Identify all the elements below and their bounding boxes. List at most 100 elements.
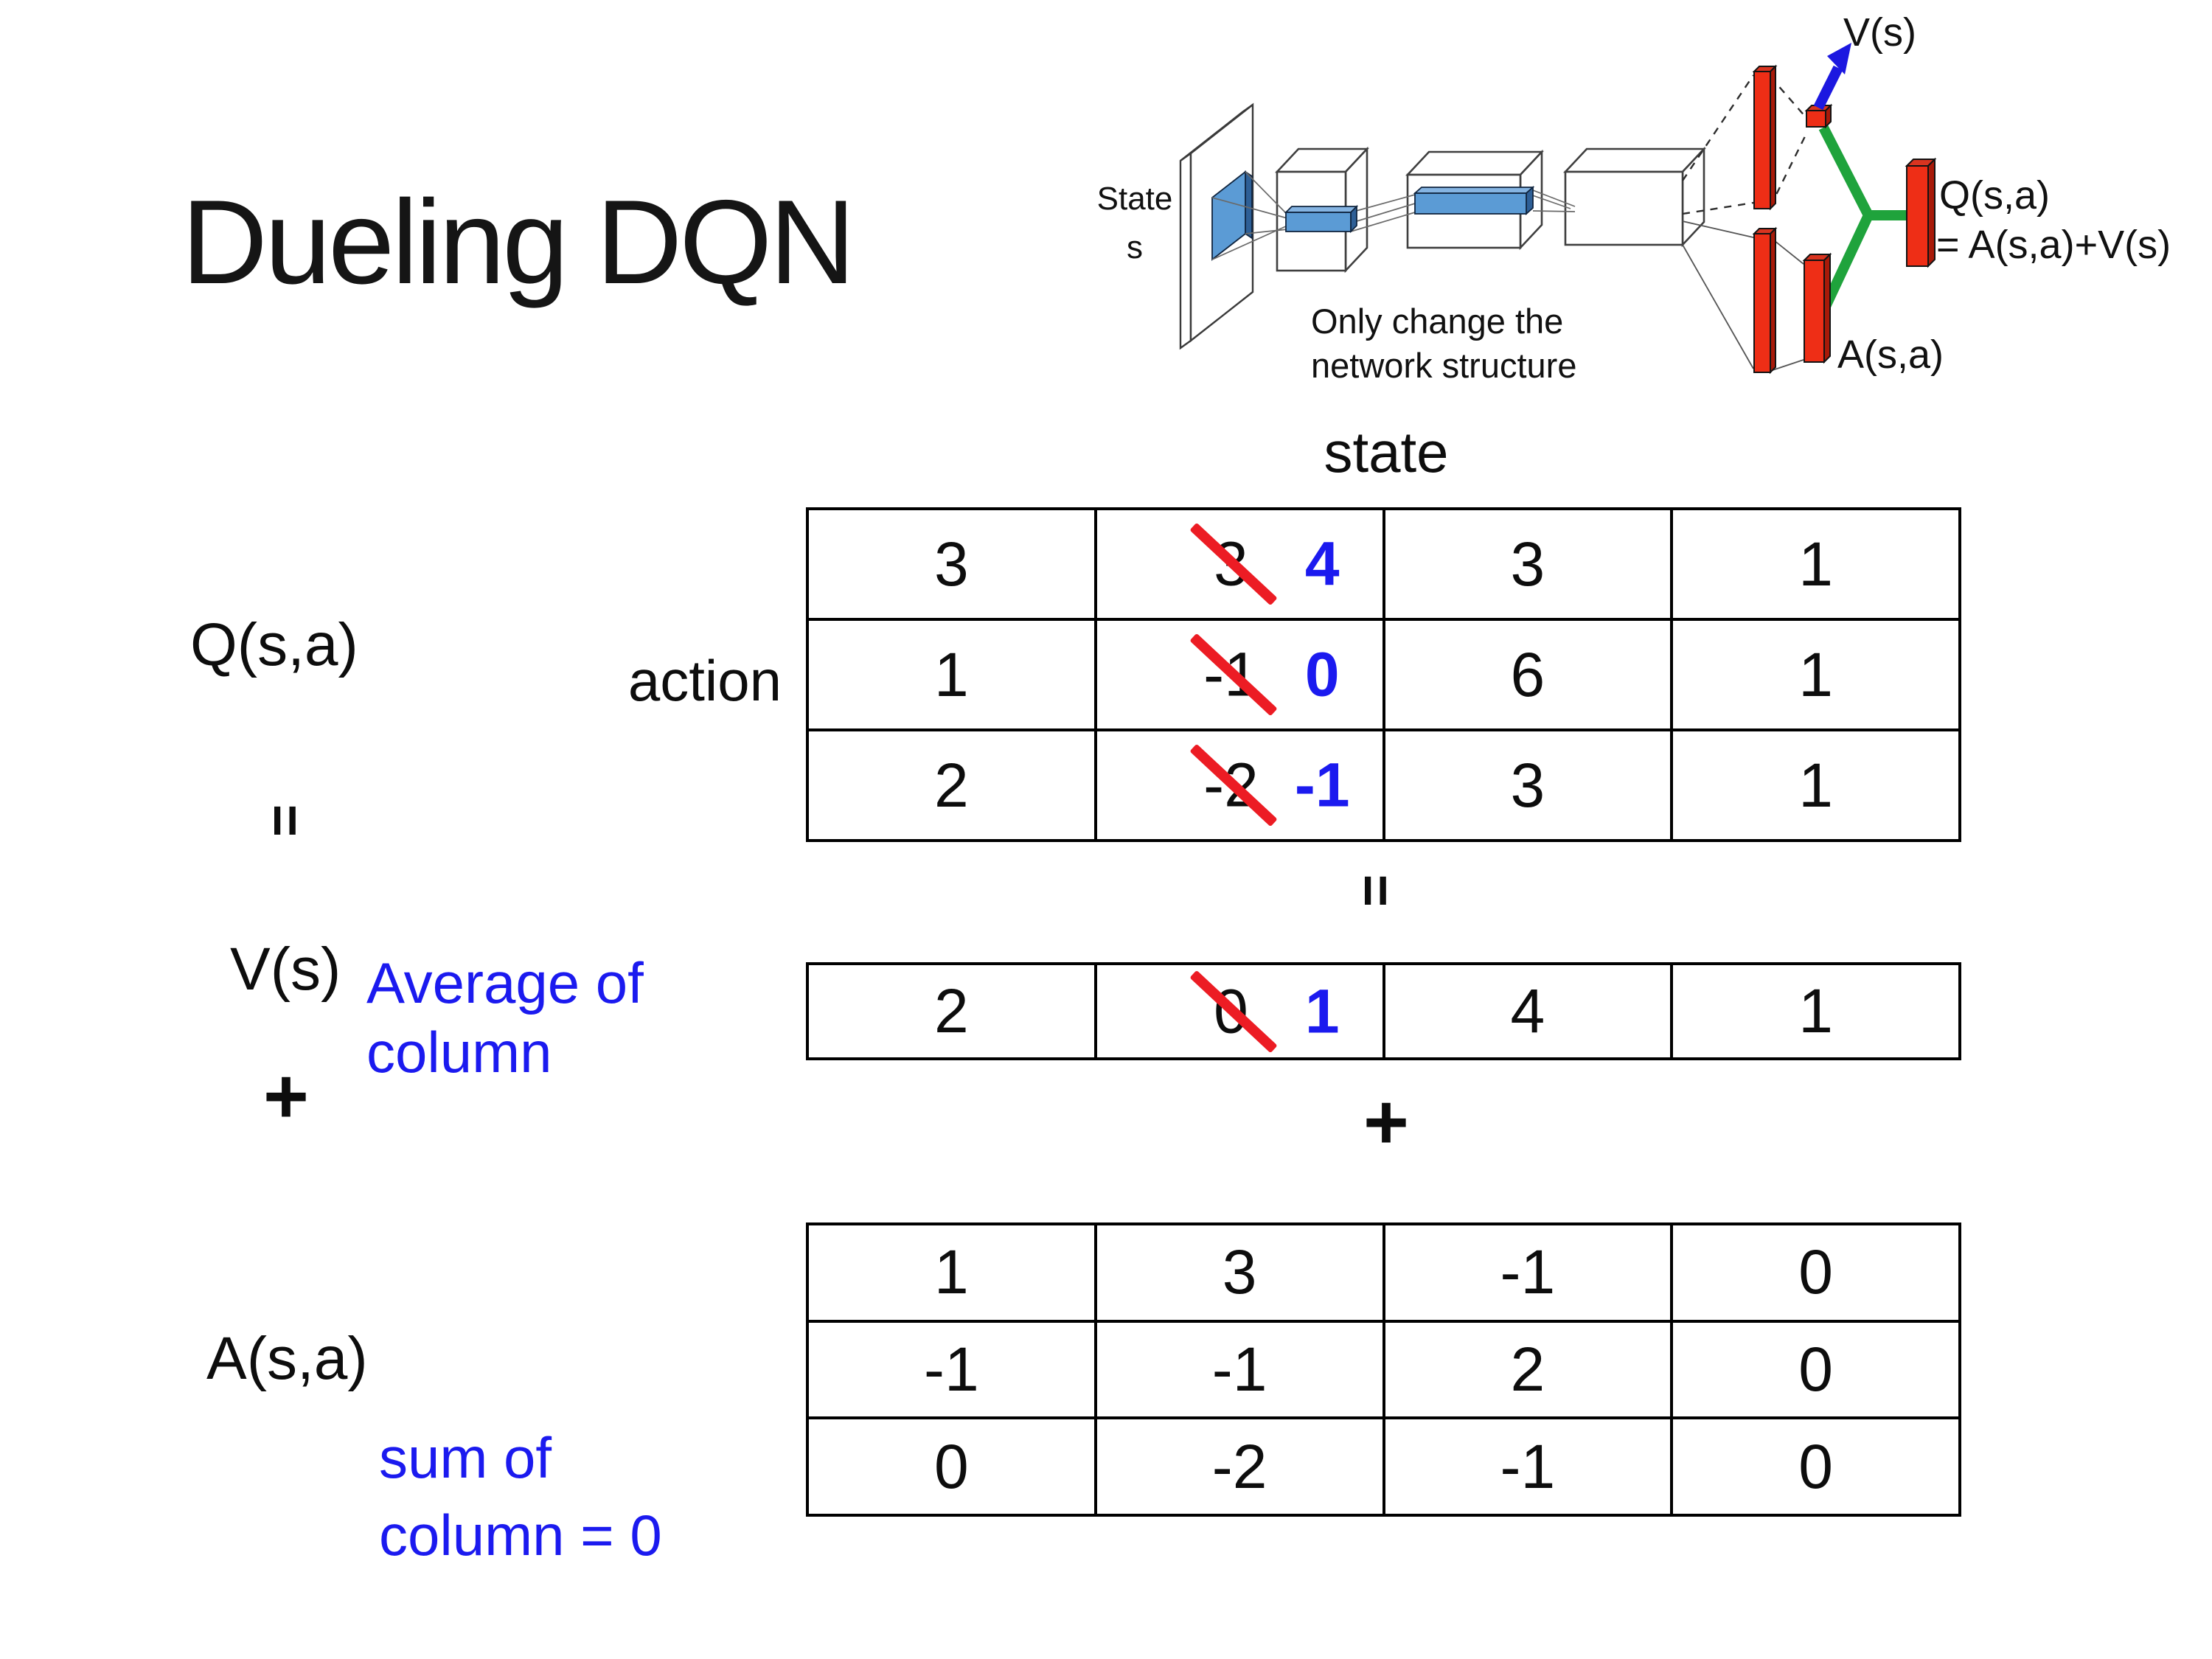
cell-value: 4 [1510,976,1545,1046]
equals-sign-left: = [254,804,317,838]
table-cell: 3 [809,510,1097,618]
green-merge-connector [1818,125,1908,313]
table-row: 2 01 4 1 [809,965,1958,1057]
dueling-network-diagram: State s V(s) Q(s,a) = A(s,a)+V(s) A(s,a)… [1097,10,2171,385]
average-note-line2: column [366,1019,552,1085]
table-cell: -1 [809,1322,1097,1417]
a-output-label: A(s,a) [1837,333,1944,377]
table-cell: 0 [1673,1323,1958,1417]
cell-value: 2 [1510,1335,1545,1404]
cell-value: 6 [1510,639,1545,709]
cell-value: 0 [1798,1335,1833,1404]
v-scalar-node [1804,103,1833,129]
table-cell: -2 [1097,1419,1385,1514]
feature-bar-2 [1413,185,1535,216]
cell-value: 1 [1798,750,1833,820]
table-cell: -2-1 [1097,731,1385,839]
table-cell: -1 [1385,1225,1674,1320]
a-matrix-label: A(s,a) [206,1325,368,1392]
table-row: -1 -1 2 0 [809,1322,1958,1420]
table-cell: 1 [1673,965,1958,1057]
table-cell: 3 [1097,1225,1385,1320]
table-row: 1 -10 6 1 [809,621,1958,731]
conv-filter-icon [1211,170,1253,261]
table-row: 0 -2 -1 0 [809,1419,1958,1514]
cell-value: 3 [1222,1237,1257,1307]
table-cell: 0 [1673,1225,1958,1320]
network-note-line2: network structure [1311,346,1576,385]
plus-sign-left: + [263,1052,309,1140]
cell-value: 1 [1798,639,1833,709]
cell-value: 1 [1798,976,1833,1046]
feature-bar-1 [1284,204,1359,234]
table-cell: 2 [809,731,1097,839]
equals-sign-center: = [1344,874,1408,908]
table-cell: 1 [809,1225,1097,1320]
state-axis-header: state [1324,420,1449,484]
cell-value: 3 [1510,750,1545,820]
table-cell: 0 [809,1419,1097,1514]
table-cell: -1 [1097,1322,1385,1417]
cell-value: 2 [934,976,969,1046]
table-cell: 2 [1385,1322,1674,1417]
sum-note-line2: column = 0 [379,1503,662,1568]
q-output-label: Q(s,a) [1939,173,2050,218]
q-output-bar [1905,157,1937,268]
cell-value: -1 [924,1335,979,1404]
table-cell: -1 [1385,1419,1674,1514]
table-cell: 0 [1673,1419,1958,1514]
cell-value: 1 [934,1237,969,1307]
fan-lines [1682,74,1808,372]
table-cell: -10 [1097,621,1385,728]
average-of-column-note: Average of column [366,949,644,1087]
cell-value: 1 [1798,529,1833,599]
table-cell: 01 [1097,965,1385,1057]
action-axis-label: action [627,648,782,713]
cell-value: 1 [934,639,969,709]
table-cell: 3 [1385,731,1674,839]
a-values-table: 1 3 -1 0 -1 -1 2 0 0 -2 -1 0 [806,1222,1961,1517]
table-cell: 6 [1385,621,1674,728]
table-cell: 34 [1097,510,1385,618]
q-matrix-label: Q(s,a) [190,611,358,678]
state-input-label-s: s [1127,229,1143,265]
table-cell: 1 [1673,510,1958,618]
plus-sign-center: + [1363,1078,1409,1166]
sum-of-column-note: sum of column = 0 [379,1419,662,1575]
fc-bar-bottom [1752,226,1778,375]
cell-value: -1 [1211,1335,1267,1404]
corrected-value: 0 [1304,639,1340,709]
table-cell: 1 [1673,621,1958,728]
convolution-cone-lines [1211,171,1576,260]
average-note-line1: Average of [366,950,644,1015]
conv-box-3 [1563,146,1706,248]
cell-value: -2 [1211,1431,1267,1501]
table-row: 1 3 -1 0 [809,1225,1958,1323]
slide-title: Dueling DQN [181,175,855,309]
v-output-arrow [1813,43,1851,111]
cell-value: 3 [1510,529,1545,599]
corrected-value: 1 [1304,976,1340,1046]
state-input-label: State [1097,181,1173,217]
table-cell: 4 [1385,965,1674,1057]
cell-value: 0 [1798,1237,1833,1307]
cell-value: 0 [1798,1431,1833,1501]
table-cell: 1 [1673,731,1958,839]
corrected-value: 4 [1304,529,1340,599]
cell-value: -1 [1500,1431,1556,1501]
table-cell: 1 [809,621,1097,728]
a-vector-bar [1802,252,1832,364]
cell-value: -1 [1500,1237,1556,1307]
v-values-table: 2 01 4 1 [806,962,1961,1060]
table-row: 2 -2-1 3 1 [809,731,1958,839]
v-row-label: V(s) [230,936,341,1003]
cell-value: 3 [934,529,969,599]
sum-note-line1: sum of [379,1425,552,1490]
table-cell: 3 [1385,510,1674,618]
v-output-label: V(s) [1843,10,1916,55]
corrected-value: -1 [1294,750,1350,820]
fc-bar-top [1752,64,1778,211]
cell-value: 2 [934,750,969,820]
table-row: 3 34 3 1 [809,510,1958,621]
